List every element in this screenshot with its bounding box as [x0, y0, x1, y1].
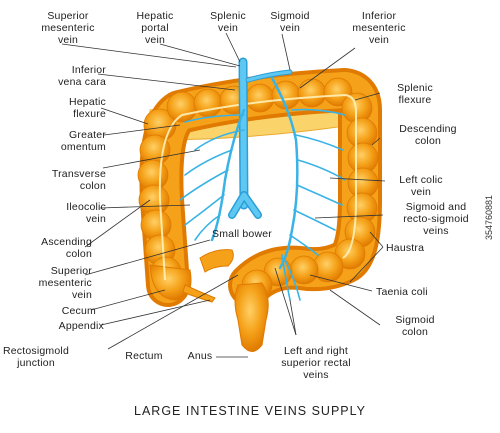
label-descending-colon: Descending colon [399, 123, 457, 147]
appendix-shape [182, 284, 216, 303]
label-left-colic-vein: Left colic vein [399, 174, 443, 198]
rectum-shape [234, 282, 269, 352]
label-splenic-flexure: Splenic flexure [397, 82, 433, 106]
label-splenic-vein: Splenic vein [210, 10, 246, 34]
stock-watermark: 354760881 [484, 194, 494, 240]
label-appendix: Appendix [58, 320, 104, 332]
label-left-right-superior-rectal-veins: Left and right superior rectal veins [281, 345, 351, 381]
label-sigmoid-vein: Sigmoid vein [270, 10, 310, 34]
label-cecum: Cecum [61, 305, 96, 317]
label-ileocolic-vein: Ileocolic vein [66, 201, 106, 225]
leader-lines [61, 32, 386, 358]
label-superior-mesenteric-vein: Superior mesenteric vein [41, 10, 95, 46]
label-sigmoid-rectosigmoid-veins: Sigmoid and recto-sigmoid veins [403, 201, 469, 237]
small-bowel-shape [199, 249, 234, 273]
label-sigmoid-colon: Sigmoid colon [395, 314, 435, 338]
label-rectosigmoid-junction: Rectosigmold junction [2, 345, 69, 369]
label-taenia-coli: Taenia coli [376, 286, 428, 298]
label-superior-mesenteric-vein-lower: Superior mesenteric vein [38, 265, 92, 301]
label-ascending-colon: Ascending colon [41, 236, 92, 260]
label-inferior-mesenteric-vein: Inferior mesenteric vein [352, 10, 406, 46]
label-hepatic-portal-vein: Hepatic portal vein [136, 10, 174, 46]
label-inferior-vena-cava: Inferior vena cara [58, 64, 106, 88]
label-hepatic-flexure: Hepatic flexure [68, 96, 106, 120]
page-title: LARGE INTESTINE VEINS SUPPLY [134, 404, 366, 418]
label-haustra: Haustra [386, 242, 425, 254]
label-greater-omentum: Greater omentum [60, 129, 106, 153]
label-transverse-colon: Transverse colon [51, 168, 106, 192]
label-anus: Anus [187, 350, 213, 362]
taenia-coli [158, 93, 357, 281]
vein-network [179, 57, 346, 301]
label-small-bowel: Small bower [212, 228, 272, 240]
label-rectum: Rectum [125, 350, 163, 362]
